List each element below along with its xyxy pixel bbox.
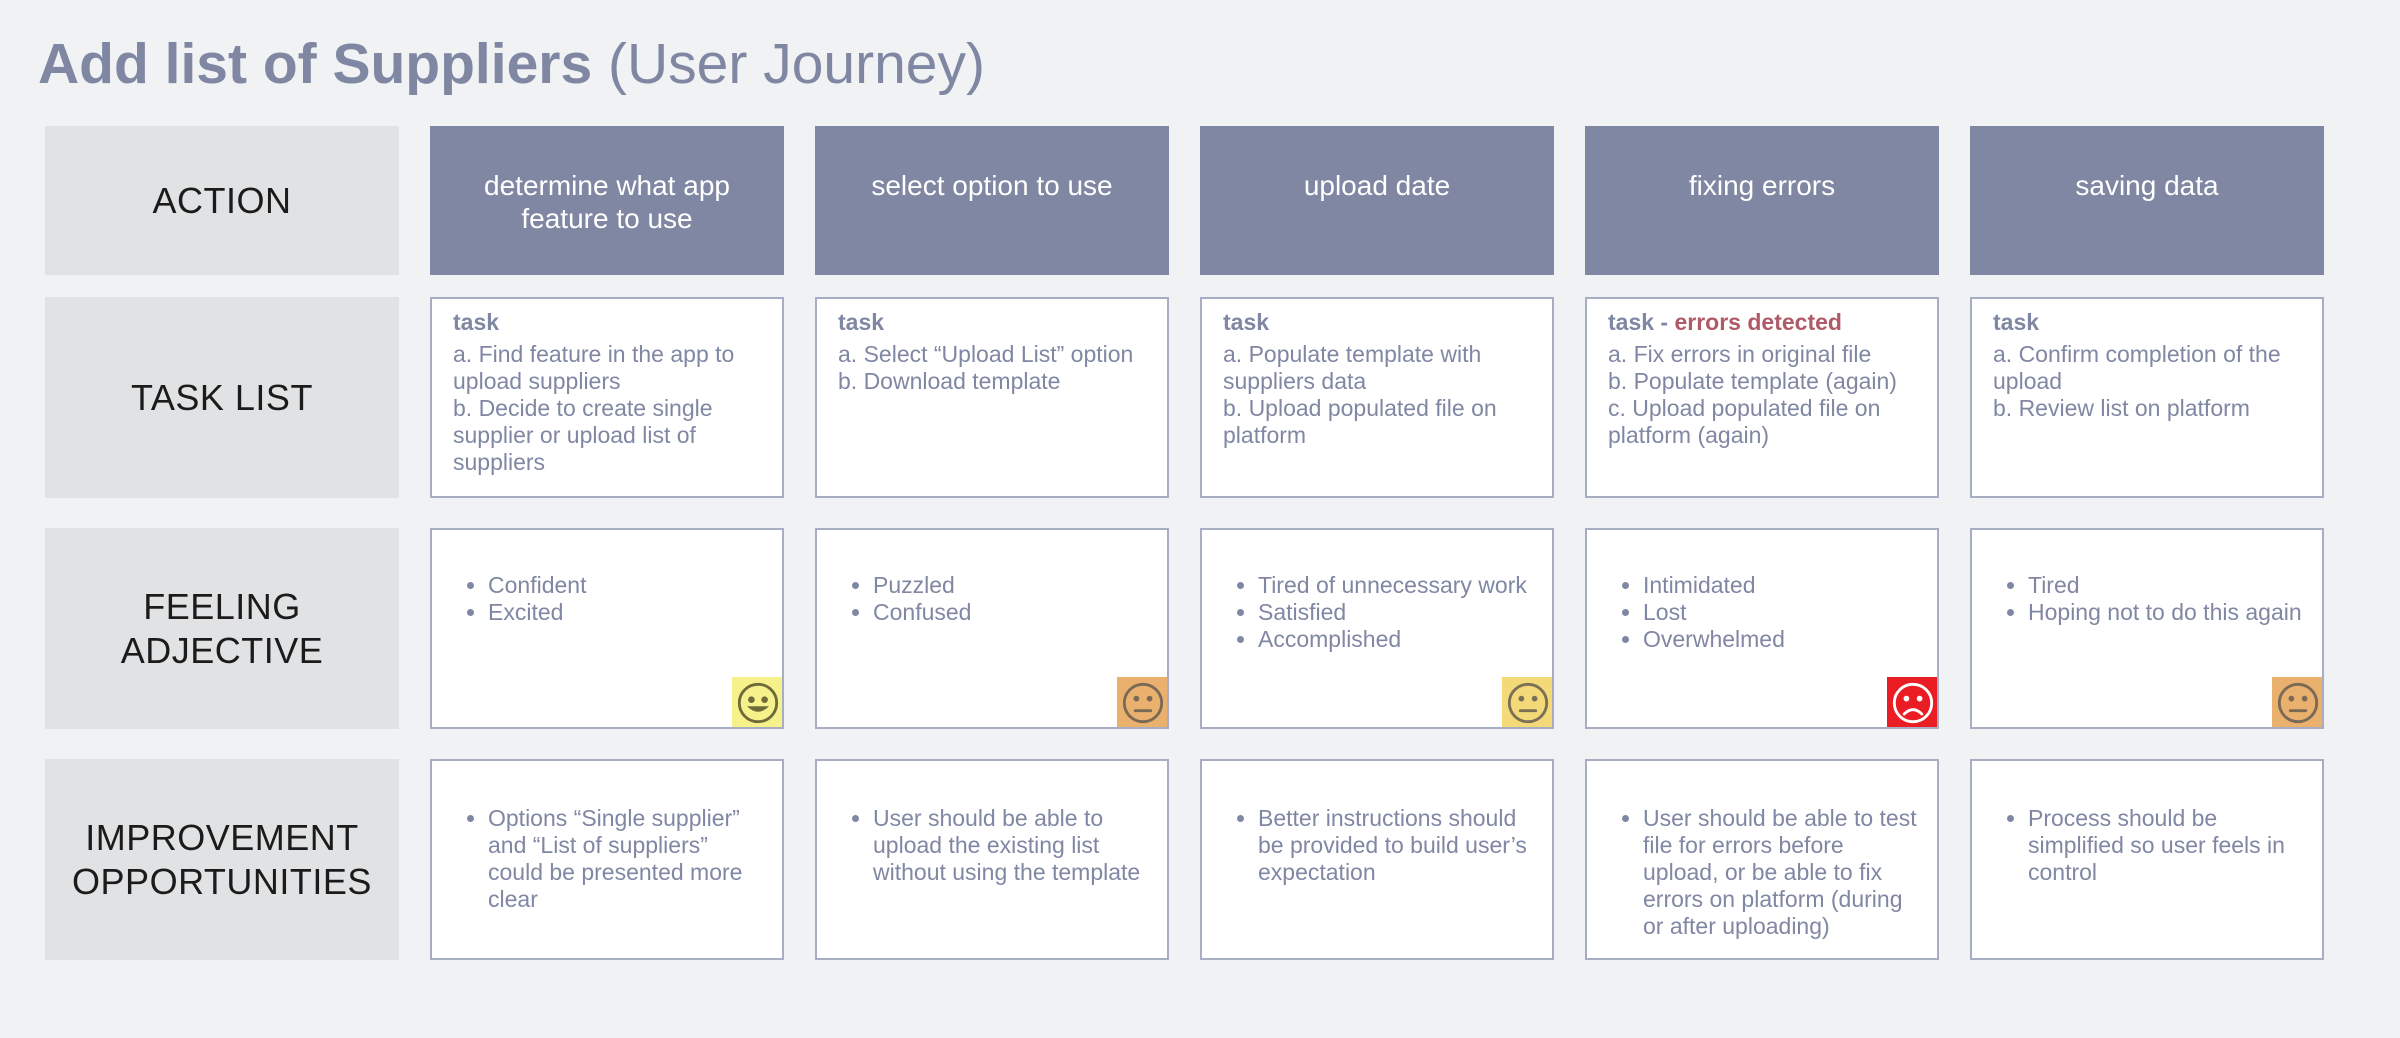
improvement-card: Better instructions should be provided t… bbox=[1200, 759, 1554, 960]
task-card: task - errors detected a. Fix errors in o… bbox=[1585, 297, 1939, 498]
task-item: a. Confirm completion of the upload bbox=[1993, 341, 2281, 394]
action-card: select option to use bbox=[815, 126, 1169, 275]
feeling-card: TiredHoping not to do this again bbox=[1970, 528, 2324, 729]
feeling-list: IntimidatedLostOverwhelmed bbox=[1587, 530, 1937, 653]
improvement-item: User should be able to test file for err… bbox=[1643, 805, 1921, 940]
improvement-list: User should be able to upload the existi… bbox=[817, 761, 1167, 886]
improvement-list: User should be able to test file for err… bbox=[1587, 761, 1937, 940]
action-label: select option to use bbox=[871, 170, 1113, 201]
page-title-sub: (User Journey) bbox=[592, 32, 985, 96]
feeling-item: Tired of unnecessary work bbox=[1258, 572, 1536, 599]
page-title-main: Add list of Suppliers bbox=[38, 32, 593, 96]
row-label-feeling: FEELING ADJECTIVE bbox=[45, 528, 399, 729]
task-heading-label: task bbox=[1993, 309, 2040, 335]
feeling-item: Hoping not to do this again bbox=[2028, 599, 2306, 626]
improvement-list: Options “Single supplier” and “List of s… bbox=[432, 761, 782, 913]
improvement-card: User should be able to upload the existi… bbox=[815, 759, 1169, 960]
neutral-face-icon bbox=[1117, 677, 1167, 727]
feeling-item: Tired bbox=[2028, 572, 2306, 599]
task-item: b. Upload populated file on platform bbox=[1223, 395, 1497, 448]
task-item: b. Populate template (again) bbox=[1608, 368, 1897, 394]
task-item: a. Find feature in the app to upload sup… bbox=[453, 341, 735, 394]
task-item: a. Select “Upload List” option bbox=[838, 341, 1134, 367]
happy-face-icon bbox=[732, 677, 782, 727]
feeling-card: ConfidentExcited bbox=[430, 528, 784, 729]
task-item: c. Upload populated file on platform (ag… bbox=[1608, 395, 1881, 448]
neutral-face-icon bbox=[1502, 677, 1552, 727]
task-heading-label: task bbox=[453, 309, 500, 335]
task-item: a. Populate template with suppliers data bbox=[1223, 341, 1482, 394]
feeling-item: Excited bbox=[488, 599, 766, 626]
action-label: upload date bbox=[1303, 170, 1451, 201]
action-card: upload date bbox=[1200, 126, 1554, 275]
task-item: b. Download template bbox=[838, 368, 1061, 394]
feeling-list: ConfidentExcited bbox=[432, 530, 782, 626]
improvement-card: Options “Single supplier” and “List of s… bbox=[430, 759, 784, 960]
task-heading: task bbox=[453, 308, 762, 336]
task-heading: task bbox=[838, 308, 1147, 336]
row-label-action: ACTION bbox=[45, 126, 399, 275]
action-card: saving data bbox=[1970, 126, 2324, 275]
action-label: saving data bbox=[2075, 170, 2219, 201]
feeling-item: Overwhelmed bbox=[1643, 626, 1921, 653]
improvement-item: Options “Single supplier” and “List of s… bbox=[488, 805, 766, 913]
action-label: fixing errors bbox=[1688, 170, 1836, 201]
action-card: determine what app feature to use bbox=[430, 126, 784, 275]
task-heading: task - errors detected bbox=[1608, 308, 1917, 336]
improvement-item: Better instructions should be provided t… bbox=[1258, 805, 1536, 886]
feeling-item: Accomplished bbox=[1258, 626, 1536, 653]
task-card: task a. Populate template with suppliers … bbox=[1200, 297, 1554, 498]
task-card: task a. Find feature in the app to upload… bbox=[430, 297, 784, 498]
task-heading: task bbox=[1993, 308, 2302, 336]
improvement-list: Better instructions should be provided t… bbox=[1202, 761, 1552, 886]
feeling-item: Confident bbox=[488, 572, 766, 599]
feeling-item: Puzzled bbox=[873, 572, 1151, 599]
action-card: fixing errors bbox=[1585, 126, 1939, 275]
row-label-improvement: IMPROVEMENT OPPORTUNITIES bbox=[45, 759, 399, 960]
task-heading-alert: errors detected bbox=[1674, 309, 1842, 335]
feeling-list: Tired of unnecessary workSatisfiedAccomp… bbox=[1202, 530, 1552, 653]
improvement-card: User should be able to test file for err… bbox=[1585, 759, 1939, 960]
improvement-item: User should be able to upload the existi… bbox=[873, 805, 1151, 886]
task-heading-label: task bbox=[838, 309, 885, 335]
task-heading-label: task bbox=[1223, 309, 1270, 335]
feeling-list: PuzzledConfused bbox=[817, 530, 1167, 626]
feeling-item: Confused bbox=[873, 599, 1151, 626]
feeling-list: TiredHoping not to do this again bbox=[1972, 530, 2322, 626]
row-label-task-list: TASK LIST bbox=[45, 297, 399, 498]
page-title: Add list of Suppliers (User Journey) bbox=[38, 28, 985, 100]
task-item: b. Review list on platform bbox=[1993, 395, 2250, 421]
feeling-card: IntimidatedLostOverwhelmed bbox=[1585, 528, 1939, 729]
feeling-card: Tired of unnecessary workSatisfiedAccomp… bbox=[1200, 528, 1554, 729]
feeling-item: Lost bbox=[1643, 599, 1921, 626]
feeling-card: PuzzledConfused bbox=[815, 528, 1169, 729]
sad-face-icon bbox=[1887, 677, 1937, 727]
improvement-item: Process should be simplified so user fee… bbox=[2028, 805, 2306, 886]
task-heading: task bbox=[1223, 308, 1532, 336]
feeling-item: Satisfied bbox=[1258, 599, 1536, 626]
task-item: b. Decide to create single supplier or u… bbox=[453, 395, 713, 475]
action-label: determine what app feature to use bbox=[484, 170, 730, 234]
improvement-list: Process should be simplified so user fee… bbox=[1972, 761, 2322, 886]
task-heading-label: task - bbox=[1608, 309, 1675, 335]
improvement-card: Process should be simplified so user fee… bbox=[1970, 759, 2324, 960]
feeling-item: Intimidated bbox=[1643, 572, 1921, 599]
neutral-face-icon bbox=[2272, 677, 2322, 727]
task-item: a. Fix errors in original file bbox=[1608, 341, 1872, 367]
